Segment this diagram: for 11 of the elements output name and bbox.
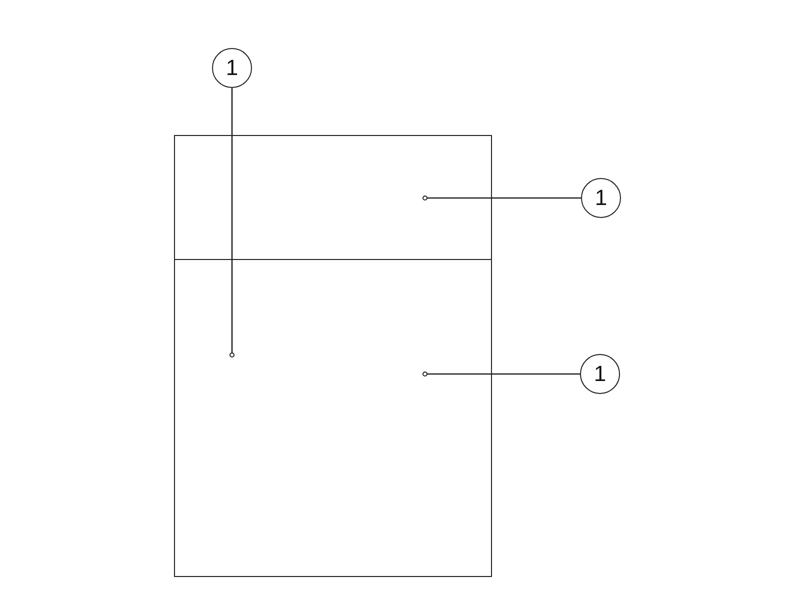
lower-panel <box>174 259 492 577</box>
callout-circle <box>212 48 252 88</box>
leader-line <box>422 372 580 376</box>
upper-panel <box>174 135 492 260</box>
callout-number: 1 <box>226 57 238 79</box>
callout-circle <box>581 178 621 218</box>
leader-line <box>422 196 581 200</box>
callout-number: 1 <box>594 187 608 209</box>
leader-line <box>230 88 234 358</box>
callout-circle <box>580 354 620 394</box>
callout-number: 1 <box>594 363 606 385</box>
